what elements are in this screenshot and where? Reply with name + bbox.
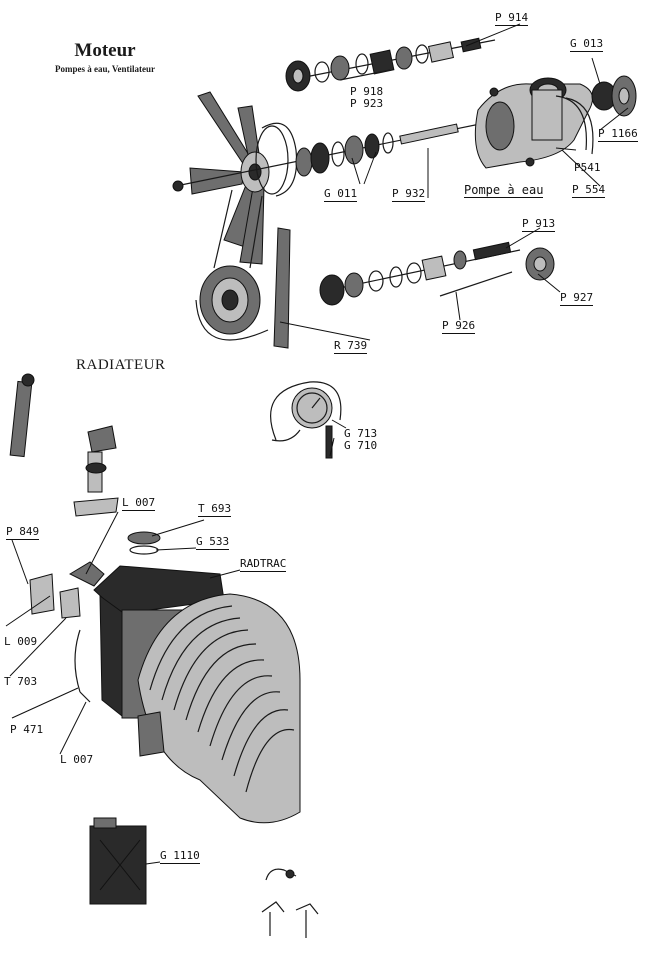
label-r739: R 739 (334, 339, 368, 354)
label-radtrac: RADTRAC (240, 557, 287, 572)
header: Moteur Pompes à eau, Ventilateur (40, 40, 170, 74)
label-g011: G 011 (324, 187, 358, 202)
fan (189, 91, 298, 265)
label-t703: T 703 (4, 675, 38, 688)
label-g013: G 013 (570, 37, 604, 52)
label-p541: P541 (574, 161, 601, 174)
label-p849: P 849 (6, 525, 40, 540)
label-l009: L 009 (4, 635, 38, 648)
coolant-can (89, 817, 147, 905)
label-p927: P 927 (560, 291, 594, 306)
label-g533: G 533 (196, 535, 230, 550)
page-title: Moteur (74, 40, 136, 61)
label-p554: P 554 (572, 183, 606, 198)
temperature-gauge (270, 381, 342, 459)
lower-shaft-assembly (319, 241, 555, 306)
label-l007-top: L 007 (122, 496, 156, 511)
label-l007-bottom: L 007 (60, 753, 94, 766)
crank-pulley-belt (195, 189, 291, 349)
radiator-fittings (9, 373, 119, 703)
label-g713: G 713 (344, 427, 378, 440)
label-p471: P 471 (10, 723, 44, 736)
upper-shaft-assembly (285, 37, 496, 92)
page-subtitle: Pompes à eau, Ventilateur (55, 64, 155, 74)
section-title: RADIATEUR (76, 357, 166, 373)
leader-lines (5, 23, 629, 865)
label-p926: P 926 (442, 319, 476, 334)
label-p932: P 932 (392, 187, 426, 202)
water-pump-body (474, 75, 637, 169)
label-p914: P 914 (495, 11, 529, 26)
drain-cocks (261, 868, 319, 938)
label-g1110: G 1110 (160, 849, 200, 864)
main-shaft (172, 123, 481, 192)
label-p913: P 913 (522, 217, 556, 232)
label-g710: G 710 (344, 439, 378, 452)
radiator (93, 531, 301, 824)
label-p923: P 923 (350, 97, 384, 110)
label-p1166: P 1166 (598, 127, 638, 142)
label-p918: P 918 (350, 85, 384, 98)
pump-caption: Pompe à eau (464, 183, 544, 198)
label-t693: T 693 (198, 502, 232, 517)
